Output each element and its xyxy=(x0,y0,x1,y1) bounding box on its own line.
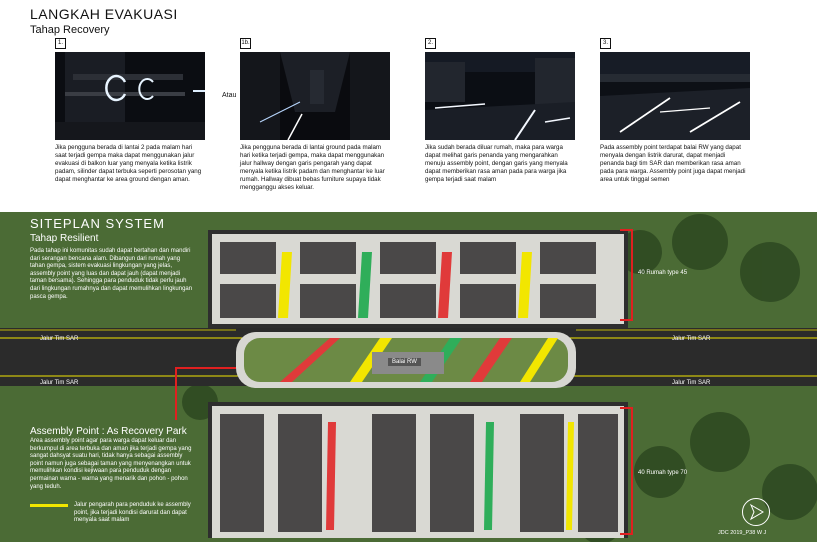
sar-route-label: Jalur Tim SAR xyxy=(40,380,79,386)
render-street-night xyxy=(425,52,575,140)
siteplan-title: SITEPLAN SYSTEM xyxy=(30,216,165,231)
step-number: 3. xyxy=(600,38,611,49)
render-balcony-night xyxy=(55,52,205,140)
balai-rw-label: Balai RW xyxy=(388,358,421,366)
step-caption: Jika pengguna berada di lantai ground pa… xyxy=(240,144,385,191)
siteplan-description: Pada tahap ini komunitas sudah dapat ber… xyxy=(30,248,193,300)
legend-text: Jalur pengarah para penduduk ke assembly… xyxy=(74,502,191,524)
house-type-45-label: 40 Rumah type 45 xyxy=(638,270,688,276)
or-label: Atau xyxy=(222,92,237,99)
render-hallway-night xyxy=(240,52,390,140)
siteplan-subtitle: Tahap Resilient xyxy=(30,233,99,244)
house-type-70-label: 40 Rumah type 70 xyxy=(638,470,688,476)
step-number: 2. xyxy=(425,38,436,49)
assembly-point-title: Assembly Point : As Recovery Park xyxy=(30,426,187,437)
step-caption: Jika sudah berada diluar rumah, maka par… xyxy=(425,144,568,183)
sar-route-label: Jalur Tim SAR xyxy=(672,380,711,386)
assembly-point-description: Area assembly point agar para warga dapa… xyxy=(30,438,192,490)
north-arrow-icon xyxy=(742,498,770,526)
step-number: 1b. xyxy=(240,38,251,49)
step-caption: Jika pengguna berada di lantai 2 pada ma… xyxy=(55,144,202,183)
legend-yellow-line xyxy=(30,504,68,507)
step-caption: Pada assembly point terdapat balai RW ya… xyxy=(600,144,746,183)
page-subtitle: Tahap Recovery xyxy=(30,24,110,36)
render-assembly-night xyxy=(600,52,750,140)
siteplan-map xyxy=(0,212,817,542)
step-number: 1. xyxy=(55,38,66,49)
footer-code: JDC 2019_P38 W J xyxy=(718,530,767,536)
sar-route-label: Jalur Tim SAR xyxy=(672,336,711,342)
page-title: LANGKAH EVAKUASI xyxy=(30,6,178,22)
sar-route-label: Jalur Tim SAR xyxy=(40,336,79,342)
siteplan-section: SITEPLAN SYSTEM Tahap Resilient Pada tah… xyxy=(0,212,817,542)
